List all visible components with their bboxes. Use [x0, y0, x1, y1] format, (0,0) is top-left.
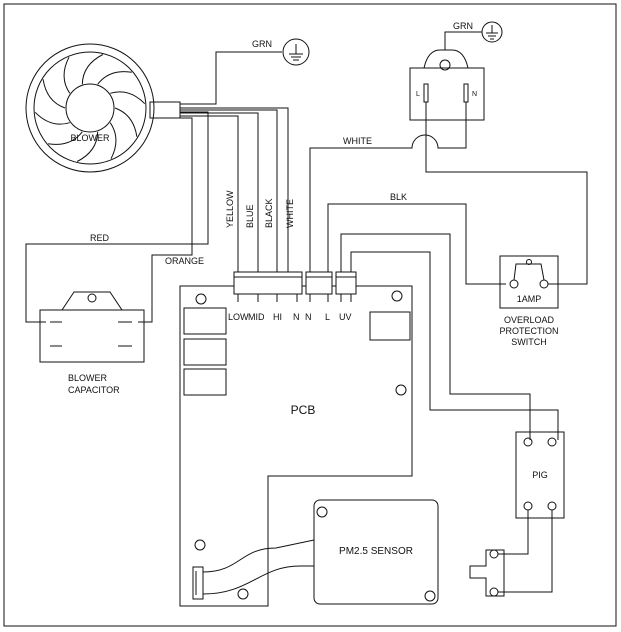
fan-blade: [48, 131, 83, 145]
fan-blade: [97, 71, 132, 85]
switch-label-1: OVERLOAD: [504, 315, 555, 325]
switch-label-2: PROTECTION: [499, 326, 558, 336]
wire-orange-label: ORANGE: [165, 256, 204, 266]
pm25-sensor-label: PM2.5 SENSOR: [339, 546, 413, 557]
pin-l-label: L: [325, 312, 330, 322]
fan-blade: [34, 111, 70, 125]
blower: BLOWER: [25, 43, 181, 173]
pin-n1-label: N: [293, 312, 300, 322]
blower-capacitor: BLOWER CAPACITOR: [39, 291, 145, 395]
pcb-connector-l-uv: [335, 271, 357, 302]
wire-black-label: BLACK: [264, 198, 274, 228]
ground-icon: [481, 21, 503, 43]
blower-label: BLOWER: [70, 133, 110, 143]
fan-blade: [109, 122, 117, 160]
pcb-connector-n: [305, 271, 333, 302]
fan-blade: [63, 56, 71, 94]
plug-n-label: N: [472, 91, 477, 98]
plug-grn-label: GRN: [453, 21, 473, 31]
pin-hi-label: HI: [273, 312, 282, 322]
wire-red-label: RED: [90, 233, 110, 243]
pm25-sensor: PM2.5 SENSOR: [313, 499, 439, 605]
pcb-connector-blower: [233, 271, 303, 302]
capacitor-label-1: BLOWER: [68, 373, 108, 383]
plug-l-label: L: [416, 91, 420, 98]
fan-blade: [76, 131, 99, 162]
pin-uv-label: UV: [339, 312, 352, 322]
wire-yellow-label: YELLOW: [225, 190, 235, 228]
overload-switch: 1AMP OVERLOAD PROTECTION SWITCH: [499, 255, 559, 347]
switch-rating-label: 1AMP: [517, 294, 542, 304]
switch-label-3: SWITCH: [511, 337, 547, 347]
pig-unit: PIG: [515, 431, 565, 519]
uv-lamp-socket: [469, 549, 505, 597]
diagram-frame: [3, 3, 617, 627]
fan-blade: [42, 79, 66, 109]
pin-mid-label: MID: [248, 312, 265, 322]
wire-blue-label: BLUE: [245, 204, 255, 228]
power-plug: L N: [409, 49, 485, 121]
wire-white-v-label: WHITE: [285, 199, 295, 228]
capacitor-label-2: CAPACITOR: [68, 385, 120, 395]
pcb-label: PCB: [291, 403, 316, 417]
wire-blk-label: BLK: [390, 192, 407, 202]
fan-blade: [81, 54, 104, 85]
fan-blade: [110, 91, 146, 105]
pig-label: PIG: [532, 470, 548, 480]
fan-blade: [114, 107, 138, 137]
pcb-board: PCB: [179, 285, 413, 607]
blower-grn-label: GRN: [252, 39, 272, 49]
pin-low-label: LOW: [228, 312, 249, 322]
ground-icon: [282, 38, 310, 66]
wire-white-label: WHITE: [343, 136, 372, 146]
pin-n2-label: N: [305, 312, 312, 322]
